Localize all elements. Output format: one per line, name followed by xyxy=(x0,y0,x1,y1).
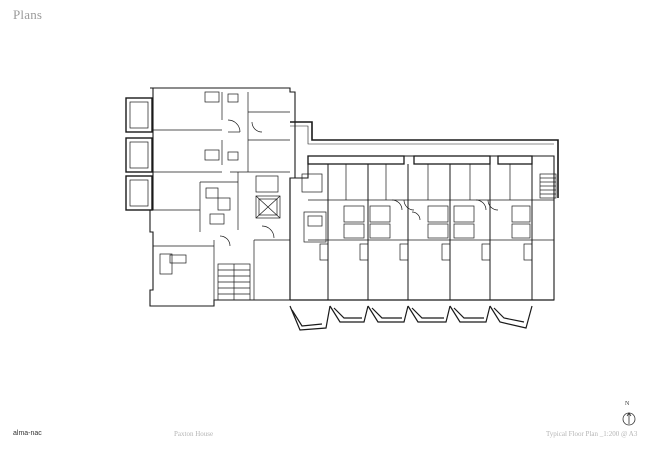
west-block xyxy=(125,87,327,307)
north-label: N xyxy=(625,401,630,407)
north-arrow-icon xyxy=(622,412,636,426)
footer-brand: alma-nac xyxy=(13,430,42,437)
bay-balconies xyxy=(289,305,533,331)
east-block xyxy=(289,155,555,301)
north-corridor xyxy=(290,121,559,199)
page-title: Plans xyxy=(13,7,43,22)
footer-project: Paxton House xyxy=(174,430,214,438)
footer-drawing-info: Typical Floor Plan _1:200 @ A3 xyxy=(546,430,638,438)
